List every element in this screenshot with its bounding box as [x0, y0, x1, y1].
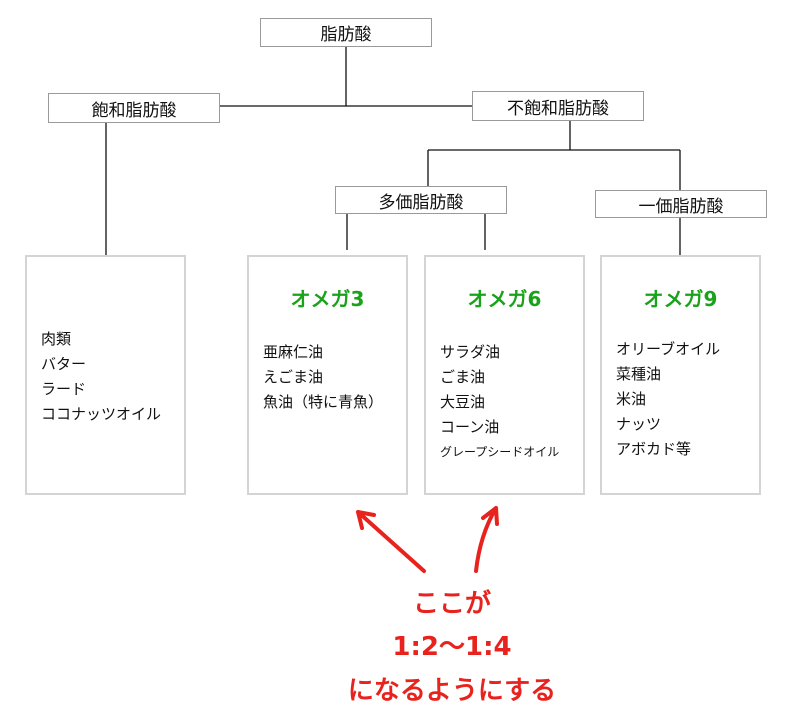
node-unsaturated: 不飽和脂肪酸	[472, 91, 644, 121]
food-item: オリーブオイル	[616, 340, 721, 358]
note-line-1: ここが	[412, 589, 491, 619]
node-polyunsaturated: 多価脂肪酸	[335, 186, 507, 214]
omega9-box: オメガ9 オリーブオイル 菜種油 米油 ナッツ アボカド等	[600, 255, 761, 495]
saturated-foods-box: 肉類 バター ラード ココナッツオイル	[25, 255, 186, 495]
food-item: 魚油（特に青魚）	[263, 393, 384, 411]
food-item: えごま油	[263, 368, 324, 386]
food-item: 米油	[616, 390, 647, 408]
arrow-to-omega3	[356, 510, 426, 573]
food-item: 菜種油	[616, 365, 662, 383]
food-item: 大豆油	[440, 393, 486, 411]
food-item: ごま油	[440, 368, 486, 386]
food-item: サラダ油	[440, 343, 501, 361]
food-item: コーン油	[440, 418, 500, 436]
food-item: ココナッツオイル	[41, 405, 162, 423]
node-saturated: 飽和脂肪酸	[48, 93, 220, 123]
omega6-box: オメガ6 サラダ油 ごま油 大豆油 コーン油 グレープシードオイル	[424, 255, 585, 495]
food-item: ナッツ	[616, 415, 662, 433]
food-item: バター	[41, 355, 87, 373]
food-item: アボカド等	[616, 440, 692, 458]
omega9-title: オメガ9	[643, 287, 718, 311]
note-line-3: になるようにする	[347, 676, 557, 706]
omega3-title: オメガ3	[290, 287, 365, 311]
note-line-2: 1:2〜1:4	[392, 632, 512, 662]
food-item: グレープシードオイル	[440, 445, 560, 459]
food-item: ラード	[41, 380, 87, 398]
omega3-box: オメガ3 亜麻仁油 えごま油 魚油（特に青魚）	[247, 255, 408, 495]
food-item: 亜麻仁油	[263, 343, 324, 361]
node-monounsaturated: 一価脂肪酸	[595, 190, 767, 218]
food-item: 肉類	[41, 330, 72, 348]
omega6-title: オメガ6	[467, 287, 542, 311]
arrow-to-omega6	[474, 506, 499, 573]
node-fatty-acid: 脂肪酸	[260, 18, 432, 47]
